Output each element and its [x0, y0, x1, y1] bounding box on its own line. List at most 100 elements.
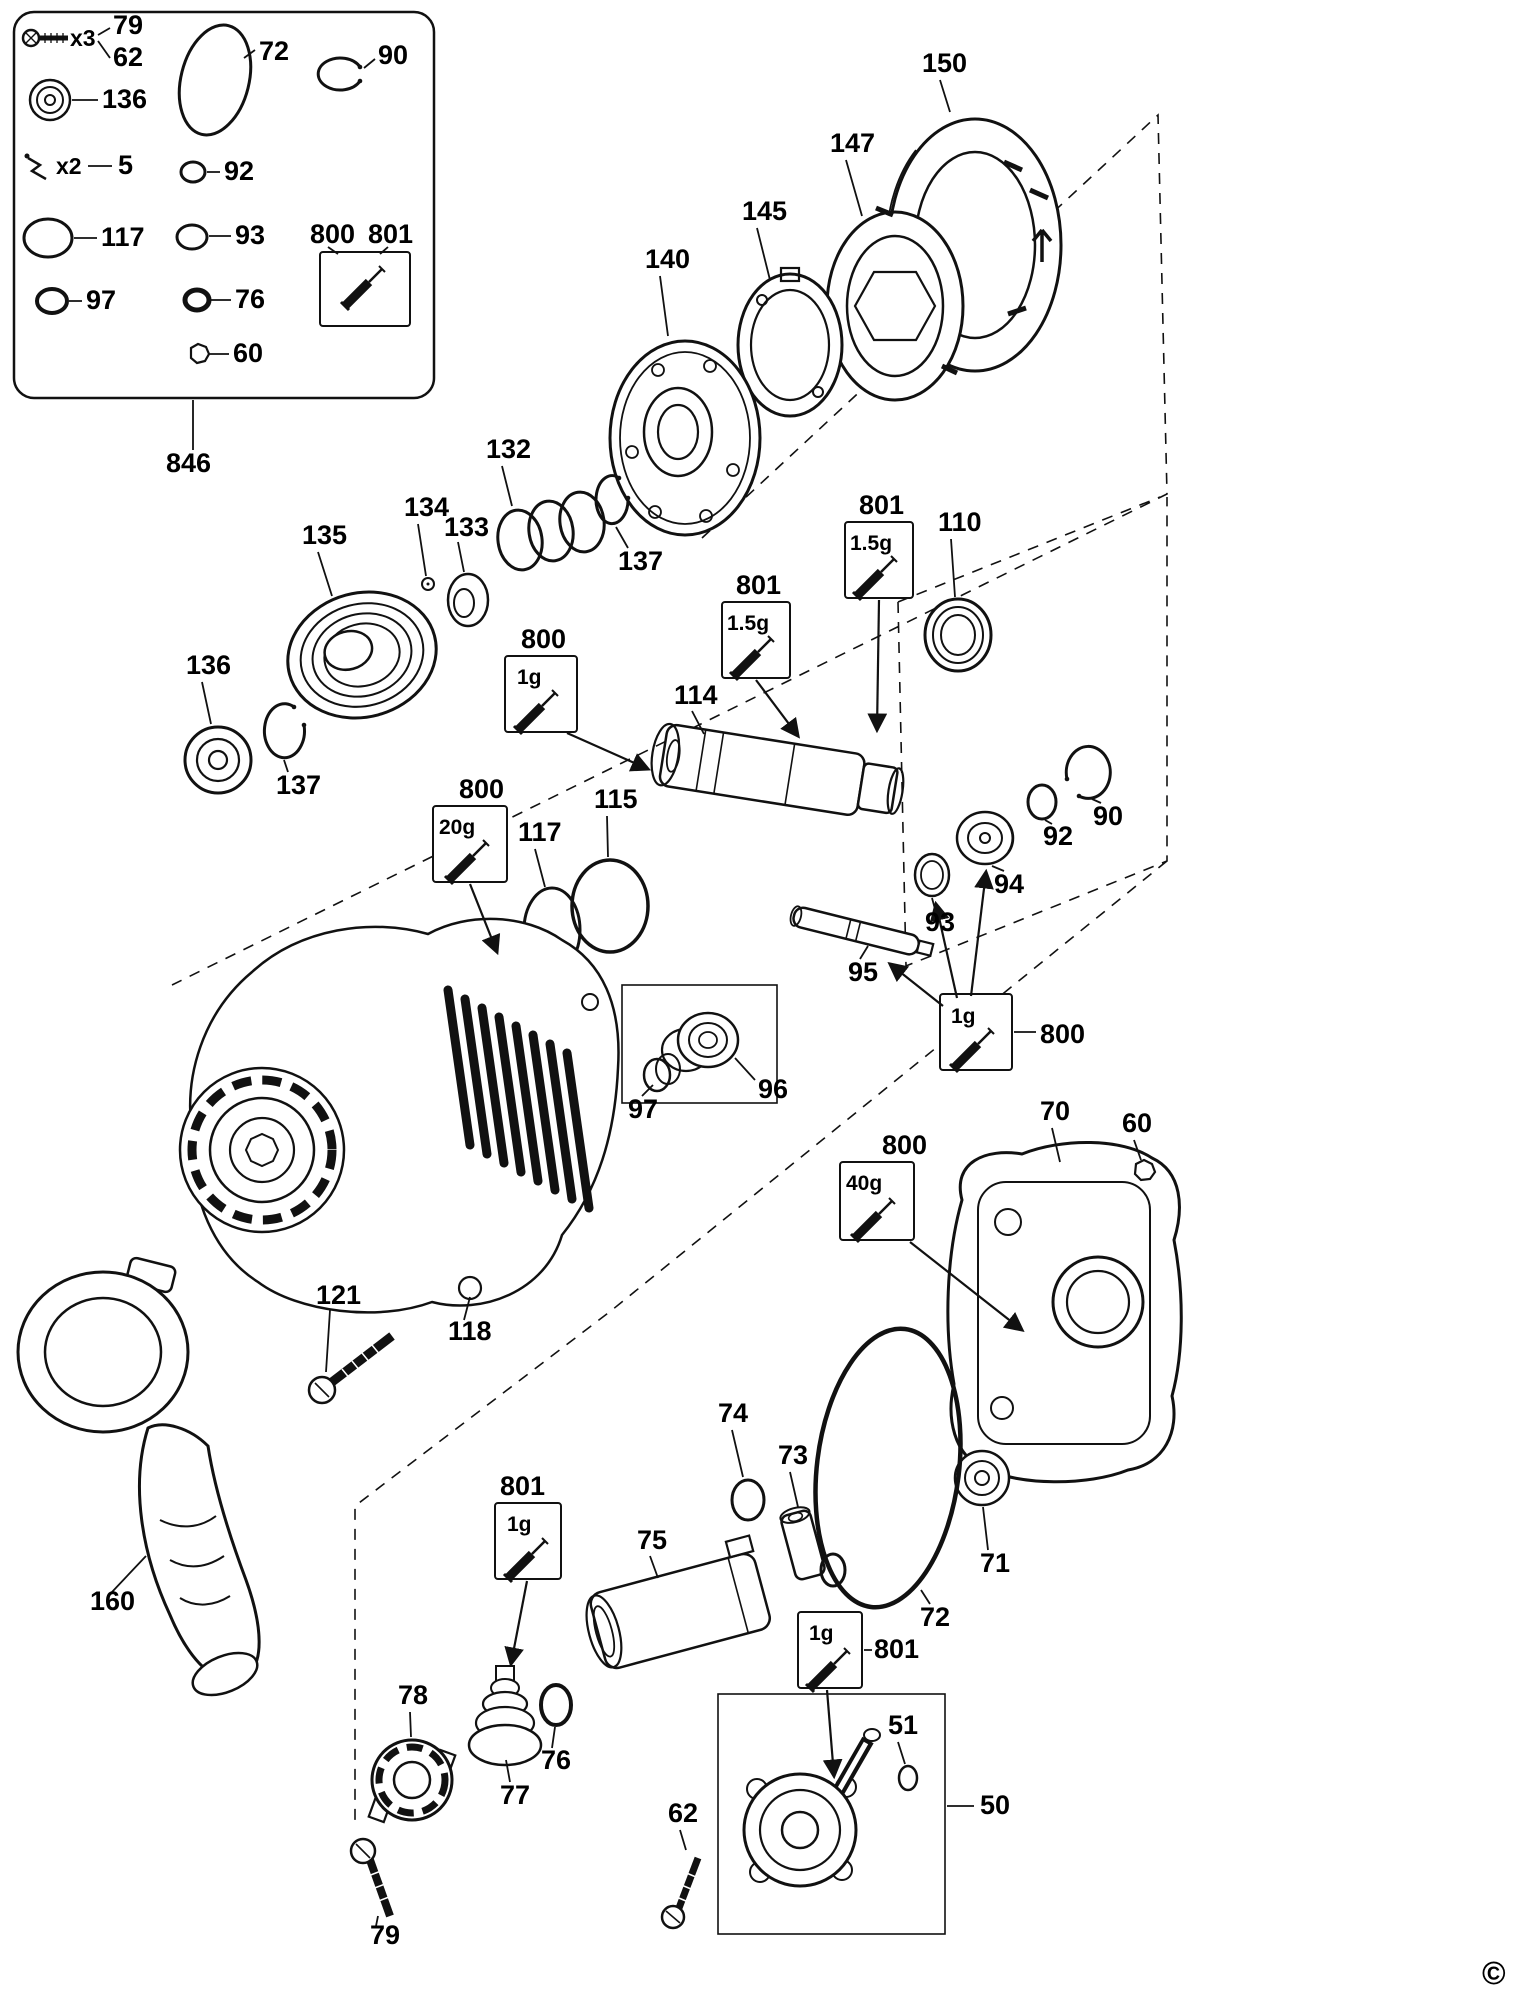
part-label-136: 136: [102, 84, 147, 114]
part-label-140: 140: [645, 244, 690, 274]
grease-point-arrows: [468, 599, 1025, 1780]
label-©: ©: [1482, 1955, 1506, 1991]
label-40g: 40g: [846, 1172, 882, 1195]
part-75-tube: [585, 1534, 772, 1670]
part-71-bearing: [953, 1449, 1011, 1507]
part-label-70: 70: [1040, 1096, 1070, 1126]
part-label-110: 110: [938, 507, 982, 537]
label-1.5g: 1.5g: [850, 532, 892, 555]
vent-ribs: [443, 985, 594, 1213]
part-label-117: 117: [518, 817, 562, 847]
grease-box-801-1g: [494, 1502, 562, 1582]
part-92-ring: [1026, 783, 1058, 821]
part-110-seal-ring: [923, 597, 993, 673]
up-arrow-icon: [1031, 228, 1053, 262]
part-76-ring: [182, 287, 212, 313]
part-135-boot: [286, 590, 438, 720]
grease-box-800-20g: [432, 805, 508, 884]
part-label-160: 160: [90, 1586, 135, 1616]
label-1.5g: 1.5g: [727, 612, 769, 635]
part-label-846: 846: [166, 448, 211, 478]
part-133-seal: [446, 572, 490, 628]
part-label-76: 76: [235, 284, 265, 314]
part-label-132: 132: [486, 434, 531, 464]
part-label-78: 78: [398, 1680, 428, 1710]
clutch-assembly: [594, 117, 1063, 537]
label-801: 801: [874, 1634, 919, 1664]
part-94-striker: [955, 810, 1015, 866]
part-label-118: 118: [448, 1316, 492, 1346]
part-label-135: 135: [302, 520, 347, 550]
part-60-plug: [189, 342, 211, 365]
inset-parts-box-846: [12, 10, 436, 400]
label-1g: 1g: [951, 1005, 976, 1028]
part-90-snap-ring: [316, 56, 363, 92]
grease-box-800-40g: [839, 1161, 915, 1242]
part-label-114: 114: [674, 680, 718, 710]
part-60-plug: [1133, 1158, 1157, 1182]
label-800: 800: [521, 624, 566, 654]
part-label-73: 73: [778, 1440, 808, 1470]
part-label-137: 137: [618, 546, 663, 576]
part-145-spring-ring: [736, 266, 844, 418]
part-134-pin: [421, 577, 435, 591]
part-137-snap-ring: [262, 702, 307, 760]
part-74-ring: [730, 1478, 766, 1522]
part-121-screw: [307, 1332, 395, 1405]
part-51-ring: [897, 1764, 919, 1792]
part-79-screw: [349, 1837, 394, 1918]
part-79-62-screw: [21, 28, 68, 48]
label-800: 800: [459, 774, 504, 804]
part-label-71: 71: [980, 1548, 1010, 1578]
part-78-clamp: [367, 1738, 457, 1824]
part-label-145: 145: [742, 196, 787, 226]
part-label-92: 92: [224, 156, 254, 186]
part-label-79: 79: [370, 1920, 400, 1950]
gear-housing-group: [16, 917, 620, 1697]
part-77-boot: [467, 1665, 543, 1767]
part-label-90: 90: [378, 40, 408, 70]
part-114-piston: [650, 722, 905, 817]
label-x2: x2: [56, 153, 82, 179]
part-label-95: 95: [848, 957, 878, 987]
part-76-ring: [539, 1683, 573, 1727]
part-label-121: 121: [316, 1280, 361, 1310]
part-137-snap-ring: [594, 474, 631, 526]
part-label-136: 136: [186, 650, 231, 680]
part-136-bearing: [28, 78, 72, 122]
part-label-93: 93: [235, 220, 265, 250]
part-label-92: 92: [1043, 821, 1073, 851]
part-50-pump-assembly: [717, 1693, 946, 1935]
grease-box-801-1.5g: [844, 521, 914, 600]
part-label-117: 117: [101, 222, 145, 252]
part-95-pin: [789, 905, 935, 958]
label-801: 801: [500, 1471, 545, 1501]
part-5-clip: [24, 153, 47, 181]
part-label-60: 60: [233, 338, 263, 368]
part-label-74: 74: [718, 1398, 748, 1428]
grease-box-800-801: [319, 251, 411, 327]
part-label-90: 90: [1093, 801, 1123, 831]
part-label-134: 134: [404, 492, 449, 522]
label-800: 800: [310, 219, 355, 249]
part-label-94: 94: [994, 869, 1024, 899]
part-72-oring: [177, 23, 253, 137]
part-117-oring: [22, 217, 74, 259]
part-92-ring: [179, 160, 207, 184]
dashed-construction-lines: [171, 113, 1168, 1828]
part-label-77: 77: [500, 1780, 530, 1810]
part-147-ratchet-ring: [825, 205, 965, 402]
part-136-bearing: [183, 725, 253, 795]
part-label-72: 72: [920, 1602, 950, 1632]
part-label-115: 115: [594, 784, 638, 814]
part-73-sleeve: [779, 1506, 826, 1581]
label-800: 800: [882, 1130, 927, 1160]
label-1g: 1g: [809, 1622, 834, 1645]
part-label-147: 147: [830, 128, 875, 158]
part-label-75: 75: [637, 1525, 667, 1555]
grease-box-801-1g: [797, 1611, 863, 1692]
label-801: 801: [859, 490, 904, 520]
mount-hole: [581, 993, 599, 1011]
